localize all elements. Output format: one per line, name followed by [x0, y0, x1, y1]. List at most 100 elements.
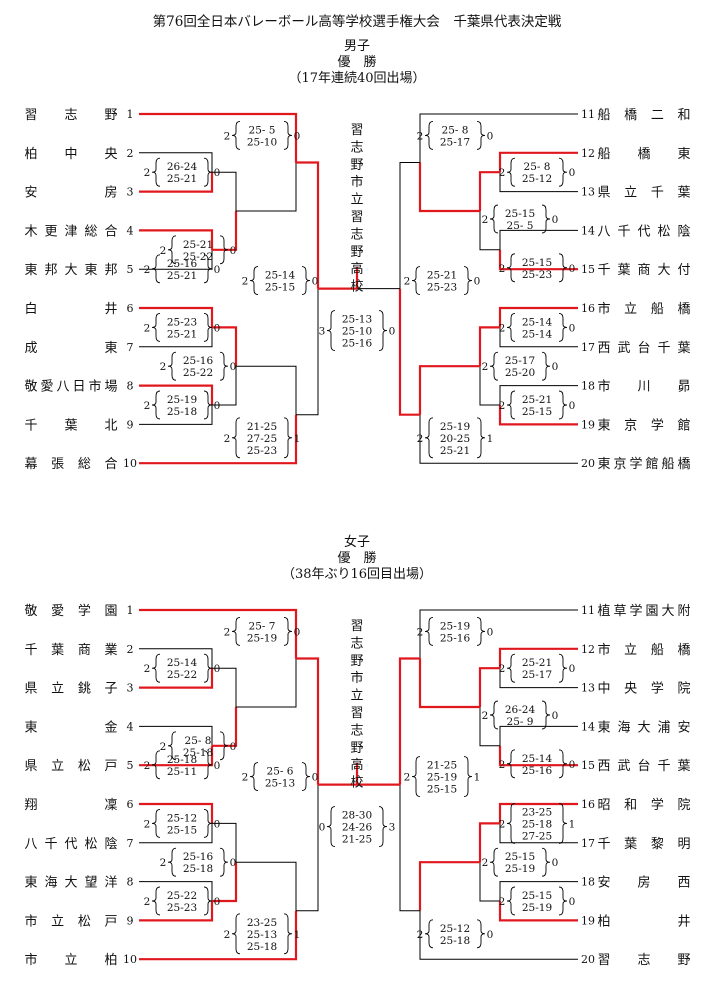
sets-won: 2	[144, 322, 151, 334]
team-name-char: 葉	[677, 341, 690, 356]
team-name-char: 葉	[624, 837, 637, 852]
team-name-char: 葉	[51, 643, 64, 658]
page-title: 第76回全日本バレーボール高等学校選手権大会 千葉県代表決定戦	[153, 13, 562, 30]
left-brace	[326, 310, 336, 352]
right-brace	[558, 802, 568, 844]
team-name-char: 京	[624, 418, 637, 433]
left-brace	[506, 802, 516, 844]
team-name-char: 葉	[677, 186, 690, 201]
right-brace	[541, 700, 551, 730]
sets-won: 2	[144, 896, 151, 908]
team-name-char: 戸	[104, 914, 117, 929]
team-name-char: 園	[645, 604, 658, 619]
set-score: 25-10	[342, 326, 372, 338]
right-brace	[463, 266, 473, 296]
team-name: 千葉商業	[24, 642, 117, 658]
team-name-char: 千	[44, 837, 57, 852]
team-name-char: 院	[677, 798, 690, 813]
sets-lost: 0	[552, 857, 559, 869]
champion-char: 市	[350, 670, 363, 686]
team-name-char: 県	[24, 759, 37, 774]
sets-won: 2	[482, 857, 489, 869]
sets-lost: 0	[214, 167, 221, 179]
champion-char: 立	[350, 193, 363, 208]
team-name-char: 学	[651, 797, 664, 813]
bracket-line	[212, 707, 238, 747]
set-score: 25-13	[265, 778, 295, 790]
bracket-line	[139, 881, 213, 901]
set-score: 25-17	[522, 669, 552, 681]
team-name: 幕張総合	[24, 457, 117, 472]
team-name-char: 望	[84, 875, 97, 891]
left-brace	[151, 254, 161, 284]
sets-won: 2	[160, 741, 167, 753]
set-score: 25-15	[522, 406, 552, 418]
set-score: 25-21	[427, 270, 457, 282]
team-name-char: 千	[24, 418, 37, 433]
bracket-line	[398, 288, 420, 416]
team-seed: 3	[127, 186, 134, 199]
sets-won: 2	[144, 264, 151, 276]
bracket-line	[498, 306, 578, 328]
set-score: 25-18	[167, 406, 197, 418]
team-name: 植草学園大附	[597, 603, 690, 619]
champion-char: 志	[350, 140, 363, 155]
team-name-char: 東	[24, 262, 37, 278]
team-name-char: 市	[24, 952, 37, 968]
bracket-line	[418, 861, 480, 911]
sets-won: 2	[242, 772, 249, 784]
team-name-char: 二	[651, 108, 664, 123]
right-brace	[203, 390, 213, 420]
team-name-char: 昴	[677, 380, 690, 395]
sets-won: 2	[417, 929, 424, 941]
team-name-char: 立	[64, 953, 77, 968]
team-name-char: 千	[651, 186, 664, 201]
set-score: 25-23	[247, 445, 277, 457]
sets-won: 2	[499, 263, 506, 275]
team-seed: 14	[581, 224, 595, 237]
right-brace	[558, 312, 568, 342]
right-brace	[558, 653, 568, 683]
right-brace	[558, 749, 568, 779]
team-name: 県立松戸	[24, 759, 117, 774]
right-brace	[283, 616, 293, 646]
sets-lost: 0	[552, 214, 559, 226]
team-name-char: 市	[597, 301, 610, 317]
team-name-char: 八	[56, 380, 69, 395]
team-name-char: 館	[645, 457, 658, 472]
set-score: 25-15	[167, 824, 197, 836]
sets-lost: 0	[230, 361, 237, 373]
bracket-line	[498, 901, 578, 922]
bracket-line	[212, 822, 237, 863]
sets-lost: 0	[230, 857, 237, 869]
team-name-char: 陰	[104, 837, 117, 852]
right-brace	[476, 120, 486, 150]
team-name: 千葉黎明	[597, 837, 690, 852]
sets-won: 2	[144, 167, 151, 179]
right-brace	[476, 919, 486, 949]
set-score: 25-20	[505, 367, 535, 379]
sets-lost: 0	[214, 663, 221, 675]
team-name-char: 大	[637, 720, 650, 735]
team-name-char: 千	[657, 759, 670, 774]
bracket-line	[479, 862, 500, 902]
champion-char: 立	[350, 689, 363, 704]
team-name: 船橋東	[597, 146, 690, 162]
team-name-char: 学	[78, 603, 91, 619]
set-score: 27-25	[247, 433, 277, 445]
right-brace	[558, 886, 568, 916]
left-brace	[506, 749, 516, 779]
right-brace	[558, 253, 568, 283]
